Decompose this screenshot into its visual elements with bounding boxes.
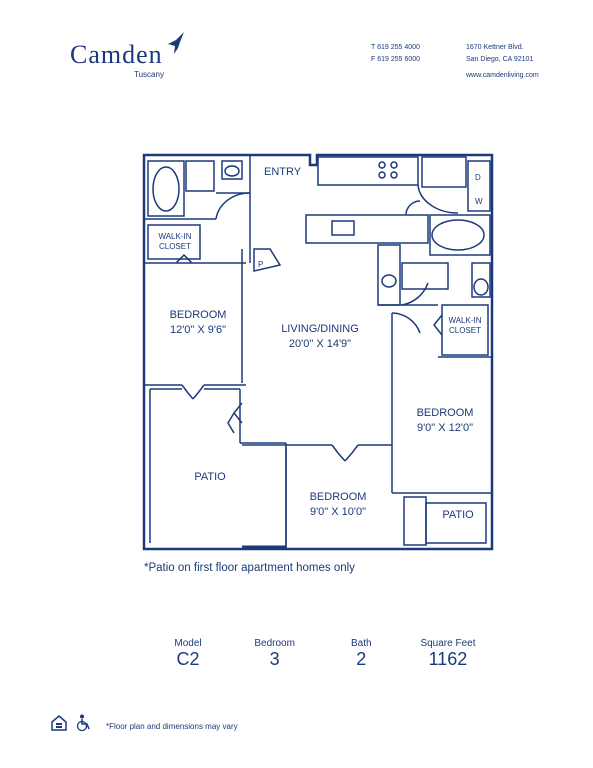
living-dining-name: LIVING/DINING <box>281 323 359 335</box>
brand-community: Tuscany <box>134 70 164 79</box>
bedroom2-label: BEDROOM 9'0" X 12'0" <box>400 406 490 436</box>
stat-label: Bedroom <box>254 638 295 649</box>
stat-value: 3 <box>269 649 280 669</box>
stat-label: Square Feet <box>420 638 476 649</box>
stat-label: Model <box>174 638 202 649</box>
bedroom2-name: BEDROOM <box>416 407 474 419</box>
bedroom3-name: BEDROOM <box>309 491 367 503</box>
phone: T 619 255 4000 <box>371 44 420 51</box>
fixture-p-label: P <box>258 260 264 269</box>
fixture-d-label: D <box>475 173 481 182</box>
bedroom2-dimensions: 9'0" X 12'0" <box>416 422 474 434</box>
entry-label: ENTRY <box>264 166 302 178</box>
stat-square-feet: Square Feet 1162 <box>408 638 488 670</box>
walkin-closet1-label: WALK-IN CLOSET <box>158 232 192 251</box>
brand-logo: Camden <box>70 40 163 70</box>
living-dining-label: LIVING/DINING 20'0" X 14'9" <box>264 322 376 352</box>
bedroom1-label: BEDROOM 12'0" X 9'6" <box>150 308 246 338</box>
address-line1: 1670 Kettner Blvd. <box>466 44 524 51</box>
bedroom3-dimensions: 9'0" X 10'0" <box>309 506 367 518</box>
contact-address: 1670 Kettner Blvd. San Diego, CA 92101 w… <box>466 42 539 82</box>
stat-label: Bath <box>351 638 372 649</box>
stat-bedroom: Bedroom 3 <box>235 638 315 670</box>
stat-model: Model C2 <box>148 638 228 670</box>
brand-name: Camden <box>70 40 163 69</box>
living-dining-dimensions: 20'0" X 14'9" <box>288 338 352 350</box>
stat-value: C2 <box>176 649 200 669</box>
stat-value: 2 <box>356 649 367 669</box>
equal-housing-icon <box>51 715 67 731</box>
unit-stats: Model C2 Bedroom 3 Bath 2 Square Feet 11… <box>148 638 488 670</box>
address-line2: San Diego, CA 92101 <box>466 56 534 63</box>
bedroom1-name: BEDROOM <box>169 309 227 321</box>
footer-note: *Floor plan and dimensions may vary <box>106 722 238 731</box>
fax: F 619 255 6000 <box>371 56 421 63</box>
floor-plan <box>142 153 494 551</box>
contact-phones: T 619 255 4000 F 619 255 6000 <box>371 42 420 66</box>
hummingbird-icon <box>168 32 184 54</box>
bedroom1-dimensions: 12'0" X 9'6" <box>169 324 227 336</box>
patio-note: *Patio on first floor apartment homes on… <box>144 562 355 574</box>
patio1-label: PATIO <box>194 471 226 483</box>
patio2-label: PATIO <box>442 509 474 521</box>
stat-value: 1162 <box>428 649 468 669</box>
wheelchair-icon <box>76 714 90 732</box>
stat-bath: Bath 2 <box>321 638 401 670</box>
fixture-w-label: W <box>475 197 483 206</box>
bedroom3-label: BEDROOM 9'0" X 10'0" <box>290 490 386 520</box>
website[interactable]: www.camdenliving.com <box>466 72 539 79</box>
walkin-closet2-label: WALK-IN CLOSET <box>448 316 482 335</box>
